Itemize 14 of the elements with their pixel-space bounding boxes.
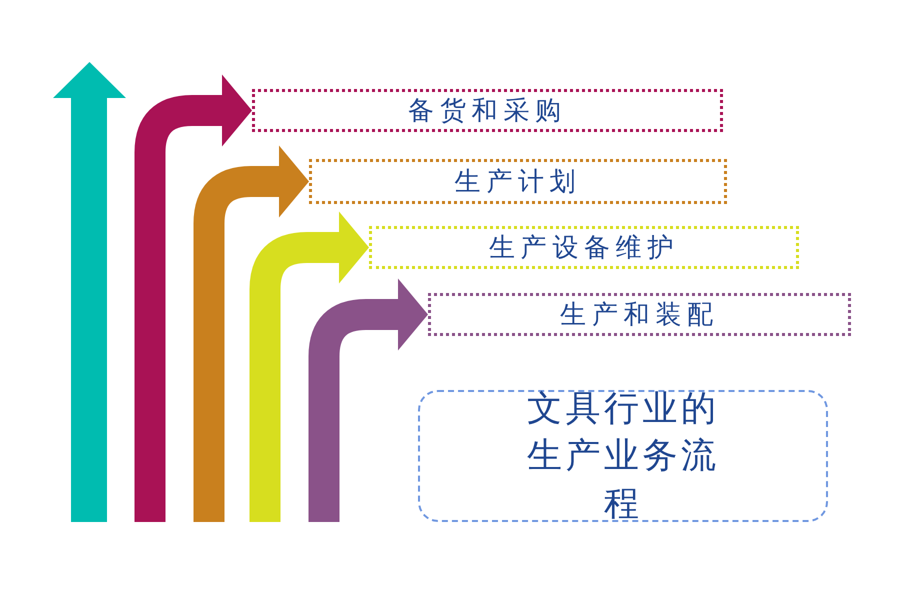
- bent-arrow: [308, 278, 428, 522]
- bent-arrow: [134, 74, 252, 522]
- step-label: 备货和采购: [408, 95, 567, 127]
- step-box: [252, 89, 723, 132]
- step-box: [309, 159, 727, 204]
- bent-arrow: [250, 212, 369, 522]
- step-box: [369, 226, 799, 269]
- title-box: [418, 390, 828, 522]
- title-text: 文具行业的生产业务流程: [526, 388, 720, 525]
- step-box: [428, 293, 851, 336]
- step-label: 生产设备维护: [488, 232, 680, 264]
- bent-arrow: [194, 146, 309, 522]
- step-label: 生产计划: [454, 166, 582, 198]
- step-label: 生产和装配: [560, 299, 719, 331]
